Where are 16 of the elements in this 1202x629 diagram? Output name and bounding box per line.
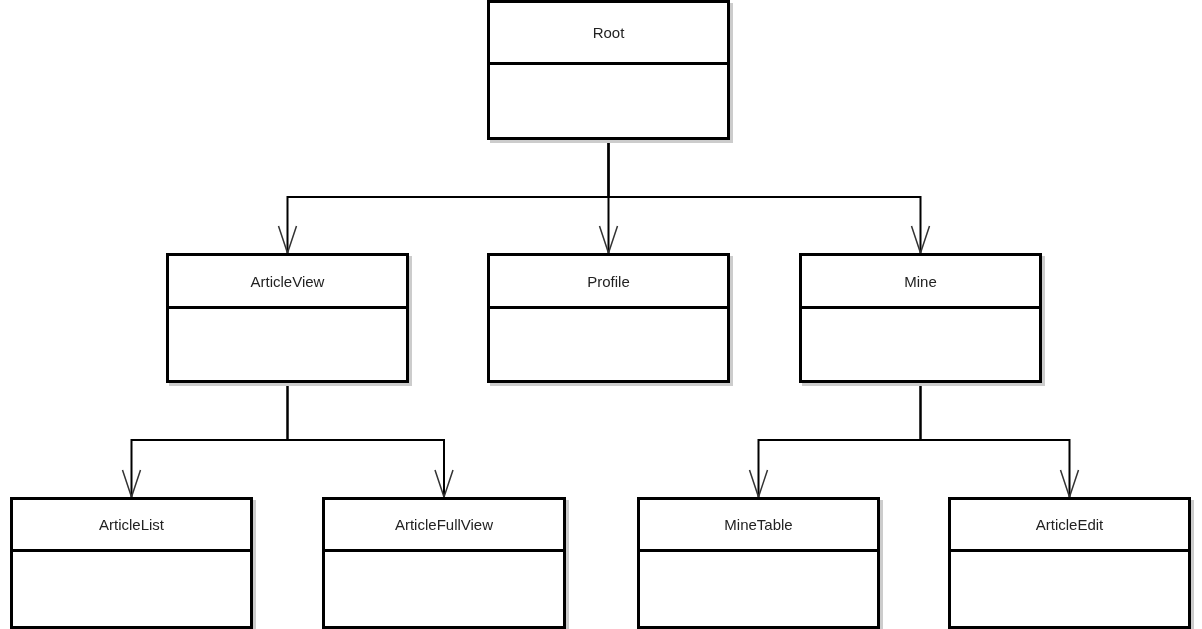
- class-name: ArticleEdit: [1035, 516, 1104, 533]
- class-box: [799, 253, 1042, 383]
- class-box: [322, 497, 566, 629]
- class-name: Mine: [904, 272, 937, 290]
- class-box: [948, 497, 1191, 629]
- class-box: [10, 497, 253, 629]
- class-box: [487, 253, 730, 383]
- class-name: ArticleList: [99, 516, 164, 533]
- class-name: ArticleView: [250, 272, 325, 290]
- class-name: Root: [592, 24, 625, 41]
- class-name: ArticleFullView: [394, 516, 494, 533]
- class-box: [487, 0, 730, 140]
- class-name: Profile: [587, 272, 630, 290]
- class-box: [637, 497, 880, 629]
- class-name: MineTable: [724, 516, 793, 533]
- class-box: [166, 253, 409, 383]
